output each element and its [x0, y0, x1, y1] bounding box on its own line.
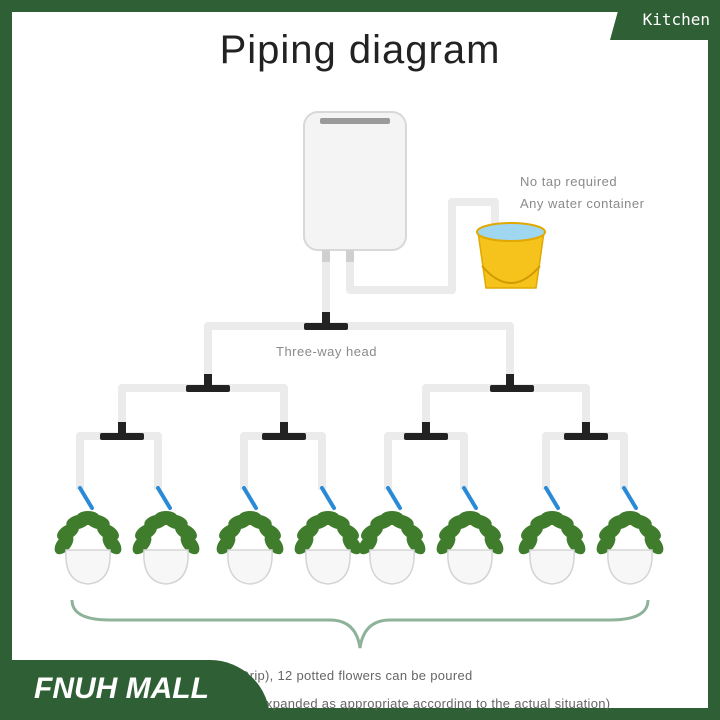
pot — [143, 549, 189, 585]
leaf — [618, 511, 642, 525]
leaf — [54, 533, 74, 555]
group-brace — [70, 599, 650, 649]
potted-plant — [518, 511, 586, 585]
pot — [447, 549, 493, 585]
leaf — [380, 511, 404, 525]
label-three-way-head: Three-way head — [276, 344, 377, 359]
pump-unit — [303, 111, 407, 264]
leaf — [406, 533, 426, 555]
water-bucket — [476, 222, 546, 289]
leaf — [294, 533, 314, 555]
potted-plant — [358, 511, 426, 585]
tee-connectors — [100, 312, 608, 440]
drip-nozzles — [78, 486, 638, 510]
potted-plant — [54, 511, 122, 585]
potted-plant — [216, 511, 284, 585]
label-no-tap: No tap required — [520, 174, 618, 189]
pot — [369, 549, 415, 585]
pot — [607, 549, 653, 585]
leaf — [566, 533, 586, 555]
pot — [65, 549, 111, 585]
potted-plant — [436, 511, 504, 585]
leaf — [264, 533, 284, 555]
pot — [227, 549, 273, 585]
leaf — [132, 533, 152, 555]
leaf — [216, 533, 236, 555]
potted-plant — [596, 511, 664, 585]
potted-plants — [54, 511, 664, 585]
pot — [305, 549, 351, 585]
leaf — [316, 511, 340, 525]
leaf — [238, 511, 262, 525]
corner-label: Kitchen — [642, 10, 710, 29]
leaf — [180, 533, 200, 555]
leaf — [436, 533, 456, 555]
potted-plant — [132, 511, 200, 585]
brand-name: FNUH MALL — [34, 672, 209, 705]
leaf — [342, 533, 362, 555]
leaf — [76, 511, 100, 525]
note-line-1: Drip), 12 potted flowers can be poured — [240, 668, 473, 683]
leaf — [484, 533, 504, 555]
corner-band — [610, 0, 720, 40]
pot — [529, 549, 575, 585]
potted-plant — [294, 511, 362, 585]
brand-box — [0, 660, 270, 720]
leaf — [154, 511, 178, 525]
leaf — [644, 533, 664, 555]
label-any-container: Any water container — [520, 196, 645, 211]
leaf — [102, 533, 122, 555]
page-title: Piping diagram — [219, 28, 501, 72]
leaf — [540, 511, 564, 525]
leaf — [458, 511, 482, 525]
leaf — [358, 533, 378, 555]
leaf — [596, 533, 616, 555]
leaf — [518, 533, 538, 555]
